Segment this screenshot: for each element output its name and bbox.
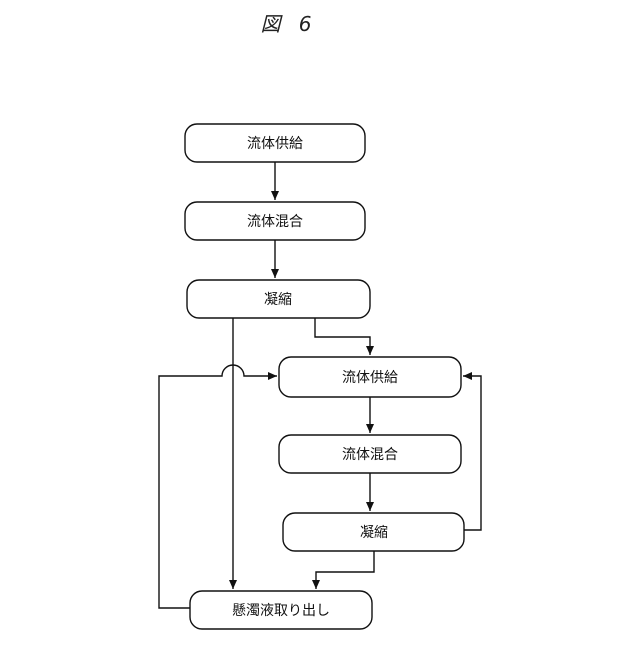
step-mix-1: 流体混合: [185, 202, 365, 240]
step-extract: 懸濁液取り出し: [190, 591, 372, 629]
step-extract-label: 懸濁液取り出し: [232, 603, 330, 619]
edge-extract-recycle-to-supply2: [159, 365, 277, 608]
step-supply-2-label: 流体供給: [342, 370, 398, 386]
step-supply-1-label: 流体供給: [247, 136, 303, 152]
step-condense-2: 凝縮: [283, 513, 464, 551]
step-mix-2-label: 流体混合: [342, 447, 398, 463]
step-mix-1-label: 流体混合: [247, 214, 303, 230]
step-mix-2: 流体混合: [279, 435, 461, 473]
edge-condense2-to-extract: [316, 551, 374, 589]
step-supply-2: 流体供給: [279, 357, 461, 397]
figure-title: 図 6: [0, 8, 578, 37]
step-condense-1: 凝縮: [187, 280, 370, 318]
step-condense-1-label: 凝縮: [264, 292, 292, 308]
step-condense-2-label: 凝縮: [360, 525, 388, 541]
edge-condense1-to-supply2: [315, 318, 370, 355]
step-supply-1: 流体供給: [185, 124, 365, 162]
edge-condense2-loop-to-supply2: [463, 376, 481, 530]
